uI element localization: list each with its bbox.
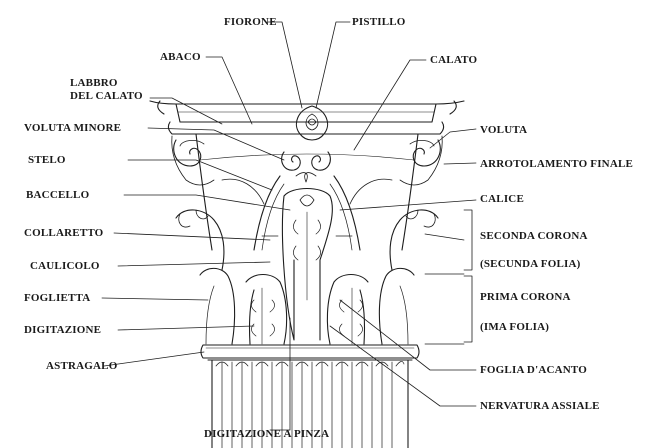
label-pistillo: PISTILLO [352, 16, 406, 28]
label-calice: CALICE [480, 193, 524, 205]
label-ima-folia: (IMA FOLIA) [480, 321, 550, 333]
label-calato: CALATO [430, 54, 478, 66]
upper-leaf-crown [175, 178, 439, 341]
label-prima-corona: PRIMA CORONA [480, 291, 571, 303]
leader-lines [101, 21, 477, 431]
label-labbro-line1: LABBRO [70, 77, 118, 89]
label-nervatura-assiale: NERVATURA ASSIALE [480, 400, 600, 412]
label-voluta-minore: VOLUTA MINORE [24, 122, 122, 134]
abacus [149, 100, 465, 135]
label-foglia-acanto: FOGLIA D'ACANTO [480, 364, 588, 376]
label-arrotolamento-finale: ARROTOLAMENTO FINALE [480, 158, 634, 170]
label-astragalo: ASTRAGALO [46, 360, 118, 372]
label-fiorone: FIORONE [224, 16, 277, 28]
label-caulicolo: CAULICOLO [30, 260, 100, 272]
left-volute [171, 135, 215, 186]
label-collaretto: COLLARETTO [24, 227, 104, 239]
column-shaft [211, 359, 409, 448]
label-digitazione-pinza: DIGITAZIONE A PINZA [204, 428, 330, 440]
label-baccello: BACCELLO [26, 189, 90, 201]
caulicoli [253, 175, 361, 251]
label-voluta: VOLUTA [480, 124, 528, 136]
right-volute [399, 135, 443, 186]
lower-leaf-crown [199, 267, 415, 345]
label-abaco: ABACO [160, 51, 201, 63]
abacus-flower [295, 105, 329, 141]
label-labbro-line2: DEL CALATO [70, 90, 143, 102]
label-digitazione: DIGITAZIONE [24, 324, 102, 336]
label-stelo: STELO [28, 154, 66, 166]
label-foglietta: FOGLIETTA [24, 292, 91, 304]
label-seconda-corona: SECONDA CORONA [480, 230, 588, 242]
label-secunda-folia: (SECUNDA FOLIA) [480, 258, 581, 270]
inner-volutes [281, 151, 331, 183]
astragal-ring [200, 344, 420, 361]
